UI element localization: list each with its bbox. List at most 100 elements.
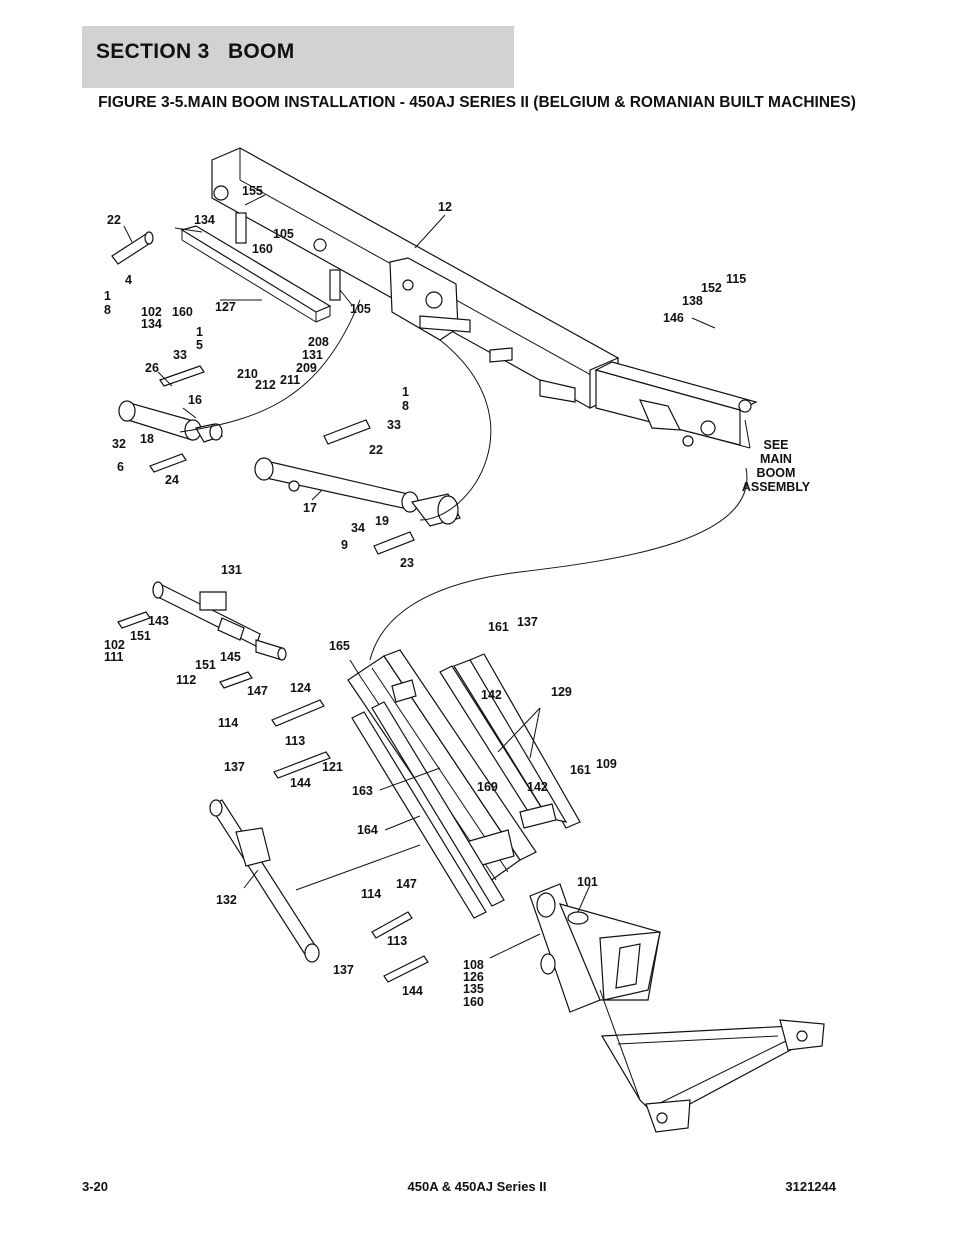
pin-22 (111, 231, 154, 265)
callout-4: 4 (125, 273, 132, 287)
callout-160: 160 (252, 242, 273, 256)
callout-151: 151 (130, 629, 151, 643)
callout-5: 5 (196, 338, 203, 352)
footer-part-number: 3121244 (785, 1179, 836, 1194)
callout-209: 209 (296, 361, 317, 375)
callout-1: 1 (104, 289, 111, 303)
callout-113: 113 (285, 734, 305, 748)
callout-129: 129 (551, 685, 572, 699)
callout-121: 121 (322, 760, 343, 774)
note-line-2: MAIN (760, 452, 792, 466)
callout-208: 208 (308, 335, 329, 349)
section-header-bar (82, 26, 514, 88)
callout-12: 12 (438, 200, 452, 214)
pin-144-lower (383, 955, 429, 983)
callout-18: 18 (140, 432, 154, 446)
callout-151: 151 (195, 658, 216, 672)
callout-9: 9 (341, 538, 348, 552)
callout-137: 137 (333, 963, 354, 977)
callout-142: 142 (527, 780, 548, 794)
callout-131: 131 (302, 348, 323, 362)
callout-32: 32 (112, 437, 126, 451)
callout-137: 137 (517, 615, 538, 629)
callout-155: 155 (242, 184, 263, 198)
link-164 (351, 701, 505, 919)
plate-assembly (180, 225, 332, 323)
callout-26: 26 (145, 361, 159, 375)
section-title: SECTION 3 BOOM (96, 40, 295, 63)
turntable-frame (599, 989, 825, 1133)
pin-124 (271, 699, 325, 727)
callout-111: 111 (104, 650, 124, 664)
callout-109: 109 (596, 757, 617, 771)
callout-labels: 12 155 22 134 105 160 4 1 8 102 134 160 … (104, 184, 811, 1009)
pin-147-lower (371, 911, 413, 939)
callout-6: 6 (117, 460, 124, 474)
callout-101: 101 (577, 875, 598, 889)
callout-17: 17 (303, 501, 317, 515)
figure-title: FIGURE 3-5.MAIN BOOM INSTALLATION - 450A… (98, 94, 856, 111)
callout-1: 1 (196, 325, 203, 339)
callout-34: 34 (351, 521, 365, 535)
callout-113: 113 (387, 934, 407, 948)
callout-22: 22 (369, 443, 383, 457)
note-line-4: ASSEMBLY (742, 480, 811, 494)
callout-134: 134 (194, 213, 215, 227)
callout-124: 124 (290, 681, 311, 695)
callout-143: 143 (148, 614, 169, 628)
callout-144: 144 (290, 776, 311, 790)
callout-127: 127 (215, 300, 236, 314)
routing-curves (179, 299, 748, 661)
callout-145: 145 (220, 650, 241, 664)
callout-147: 147 (396, 877, 417, 891)
callout-132: 132 (216, 893, 237, 907)
callout-126: 126 (463, 970, 484, 984)
callout-161: 161 (488, 620, 509, 634)
callout-19: 19 (375, 514, 389, 528)
callout-152: 152 (701, 281, 722, 295)
link-arm-17 (254, 419, 461, 555)
callout-105: 105 (273, 227, 294, 241)
turntable-bracket-101 (529, 883, 661, 1013)
note-line-3: BOOM (757, 466, 796, 480)
callout-164: 164 (357, 823, 378, 837)
channel-129 (439, 653, 581, 829)
callout-112: 112 (176, 673, 196, 687)
callout-114: 114 (218, 716, 238, 730)
callout-16: 16 (188, 393, 202, 407)
callout-146: 146 (663, 311, 684, 325)
callout-212: 212 (255, 378, 276, 392)
callout-115: 115 (726, 272, 746, 286)
callout-1: 1 (402, 385, 409, 399)
callout-211: 211 (280, 373, 300, 387)
pin-121 (273, 751, 331, 779)
callout-8: 8 (402, 399, 409, 413)
footer-page-number: 3-20 (82, 1179, 109, 1194)
callout-105: 105 (350, 302, 371, 316)
callout-144: 144 (402, 984, 423, 998)
callout-160: 160 (172, 305, 193, 319)
callout-8: 8 (104, 303, 111, 317)
callout-102: 102 (104, 638, 125, 652)
callout-165: 165 (329, 639, 350, 653)
leader-lines (123, 194, 751, 959)
callout-210: 210 (237, 367, 258, 381)
main-boom-tube (211, 147, 758, 447)
pin-143 (117, 611, 151, 629)
callout-160: 160 (463, 995, 484, 1009)
master-cylinder-131 (152, 581, 287, 661)
clamp-block (235, 212, 341, 301)
footer-model: 450A & 450AJ Series II (407, 1179, 547, 1194)
callout-24: 24 (165, 473, 179, 487)
callout-33: 33 (387, 418, 401, 432)
callout-169: 169 (477, 780, 498, 794)
callout-33: 33 (173, 348, 187, 362)
callout-102: 102 (141, 305, 162, 319)
callout-138: 138 (682, 294, 703, 308)
callout-137: 137 (224, 760, 245, 774)
callout-23: 23 (400, 556, 414, 570)
callout-161: 161 (570, 763, 591, 777)
callout-135: 135 (463, 982, 484, 996)
link-arm-16 (118, 365, 223, 473)
